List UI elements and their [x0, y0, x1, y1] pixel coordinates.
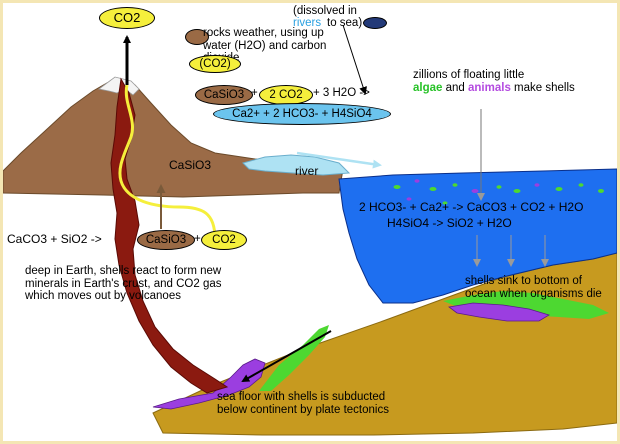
river-label: river	[295, 164, 319, 178]
and-word: and	[445, 82, 465, 94]
dissolved-sea-label: to sea)	[327, 17, 363, 29]
subduction-arrow	[241, 330, 332, 382]
deep-reaction-left: CaCO3 + SiO2 ->	[7, 232, 102, 246]
co2-atmosphere-pill: CO2	[99, 7, 155, 29]
river	[242, 154, 351, 176]
make-shells-word: make shells	[514, 82, 575, 94]
deep-earth-text: deep in Earth, shells react to form new …	[25, 265, 222, 302]
dissolve-arrow	[342, 24, 367, 95]
algae-shelf	[443, 291, 609, 319]
co2-gas-path	[118, 84, 217, 240]
eq1-result-pill: Ca2+ + 2 HCO3- + H4SiO4	[213, 103, 391, 125]
navy-blob	[363, 17, 387, 29]
deep-reaction-co2-pill: CO2	[201, 230, 247, 250]
ocean-equation-2: H4SiO4 -> SiO2 + H2O	[387, 216, 512, 230]
subduction-text: sea floor with shells is subducted below…	[217, 391, 389, 416]
ocean-equation-1: 2 HCO3- + Ca2+ -> CaCO3 + CO2 + H2O	[359, 200, 584, 214]
weathering-rock-blob	[185, 29, 209, 45]
mountain-casio3-label: CaSiO3	[169, 158, 212, 172]
snow-cap	[98, 76, 140, 96]
eq1-plus: +	[251, 87, 258, 99]
algae-word: algae	[413, 82, 443, 94]
algae-text-line2: algae and animals make shells	[413, 82, 575, 95]
dissolved-rivers-label: rivers	[293, 17, 322, 29]
floating-organisms	[393, 179, 604, 205]
diagram-canvas	[3, 24, 617, 436]
shells-sink-text: shells sink to bottom of ocean when orga…	[465, 275, 602, 300]
weathering-co2-pill: (CO2)	[189, 55, 241, 73]
river-flow-arrow	[296, 151, 382, 169]
ocean	[338, 168, 617, 304]
eq1-rest: + 3 H2O ->	[313, 87, 370, 99]
shell-deposit-ocean	[448, 302, 550, 322]
deep-reaction-casio3-pill: CaSiO3	[137, 230, 195, 250]
algae-text-line1: zillions of floating little	[413, 69, 525, 81]
eq1-co2-pill: 2 CO2	[259, 85, 313, 105]
eq1-casio3-pill: CaSiO3	[195, 85, 253, 105]
deep-reaction-plus: +	[194, 233, 201, 245]
dissolved-label: (dissolved in	[293, 5, 357, 17]
shell-deposit-subducted	[152, 358, 266, 410]
animals-word: animals	[468, 82, 511, 94]
magma-conduit	[110, 77, 229, 394]
